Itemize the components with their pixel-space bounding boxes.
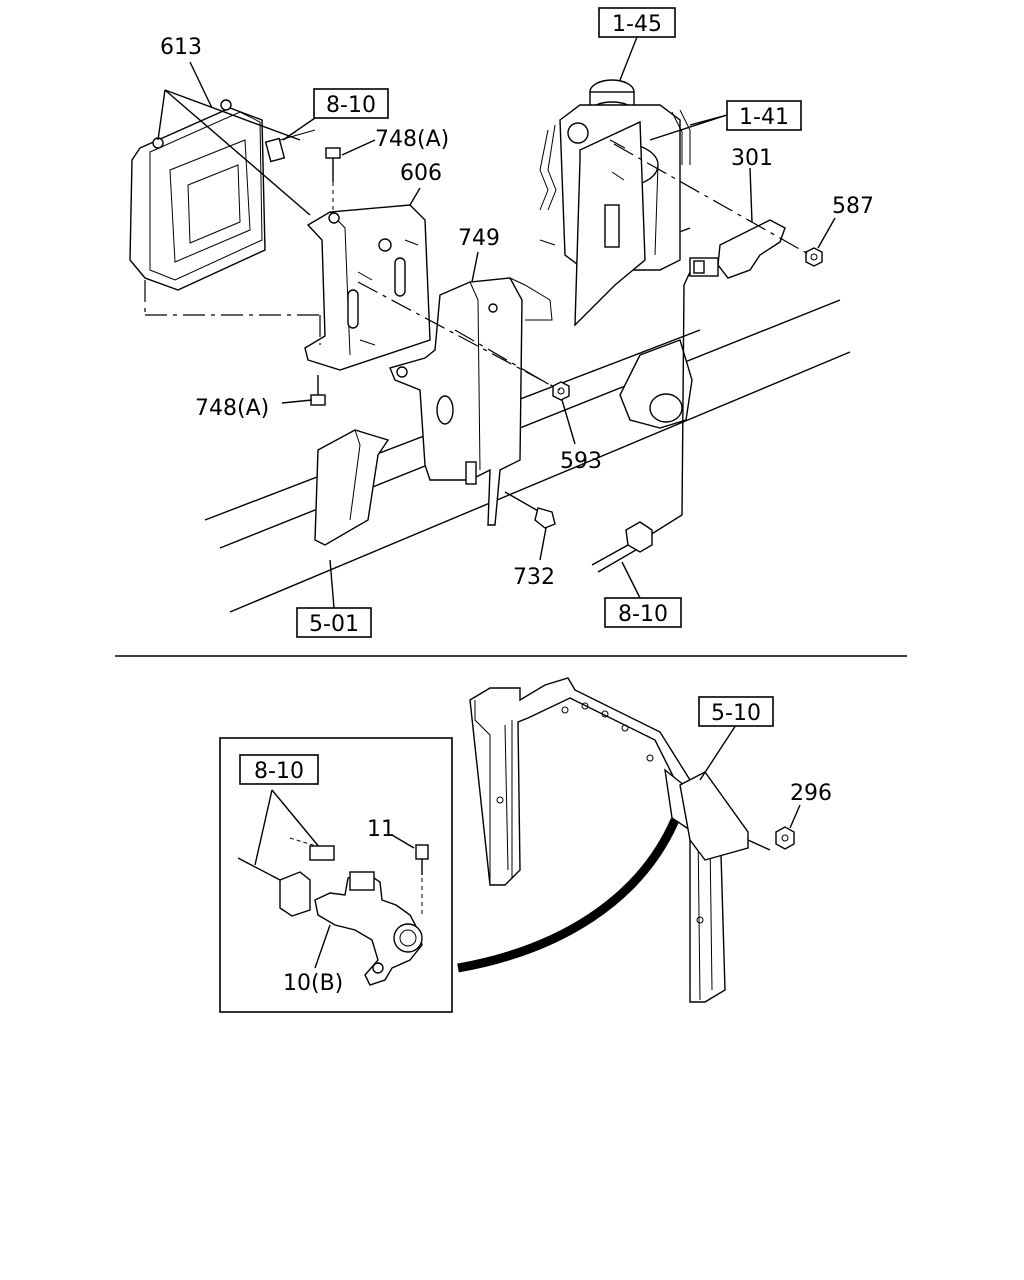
nut-587: [805, 247, 823, 267]
ref-1-41: 1-41: [726, 100, 802, 131]
svg-text:1-45: 1-45: [612, 12, 662, 37]
callout-11: 11: [367, 817, 395, 842]
nut-296: [775, 826, 795, 850]
frame-rail: [204, 227, 851, 613]
callout-587: 587: [832, 194, 874, 219]
callout-301: 301: [731, 146, 773, 171]
svg-text:5-01: 5-01: [309, 612, 359, 637]
bolt-748a-bottom: [310, 375, 326, 406]
callout-749: 749: [458, 226, 500, 251]
bolt-748a-top: [325, 147, 341, 210]
ref-8-10-top: 8-10: [313, 88, 389, 119]
callout-296: 296: [790, 781, 832, 806]
frame-bracket: [314, 339, 693, 546]
svg-text:8-10: 8-10: [326, 93, 376, 118]
leader-lines-lower: [699, 724, 801, 851]
ref-1-45: 1-45: [598, 7, 676, 38]
svg-text:8-10: 8-10: [254, 759, 304, 784]
bracket-749: [389, 277, 553, 526]
callout-748a-top: 748(A): [375, 127, 449, 152]
svg-text:1-41: 1-41: [739, 105, 789, 130]
assembly-lines: [144, 143, 811, 391]
svg-text:8-10: 8-10: [618, 602, 668, 627]
svg-text:5-10: 5-10: [711, 701, 761, 726]
ref-5-01: 5-01: [296, 607, 372, 638]
callout-732: 732: [513, 565, 555, 590]
leader-lines-upper: [157, 36, 836, 609]
ref-5-10: 5-10: [698, 696, 774, 727]
sensor-harness: [591, 271, 691, 573]
callout-748a-bottom: 748(A): [195, 396, 269, 421]
callout-593: 593: [560, 449, 602, 474]
bolt-732: [504, 491, 556, 529]
callout-606: 606: [400, 161, 442, 186]
inset-switch-assembly: [237, 789, 429, 986]
fuel-filter: [539, 79, 691, 327]
nut-593: [552, 381, 570, 401]
cab-frame: [469, 677, 749, 1003]
sensor-301: [689, 219, 786, 279]
ref-8-10-mid: 8-10: [604, 597, 682, 628]
callout-613: 613: [160, 35, 202, 60]
ecu-module: [129, 99, 266, 291]
ref-8-10-inset: 8-10: [239, 754, 319, 785]
callout-10b: 10(B): [283, 971, 343, 996]
detail-arrow: [457, 818, 680, 973]
